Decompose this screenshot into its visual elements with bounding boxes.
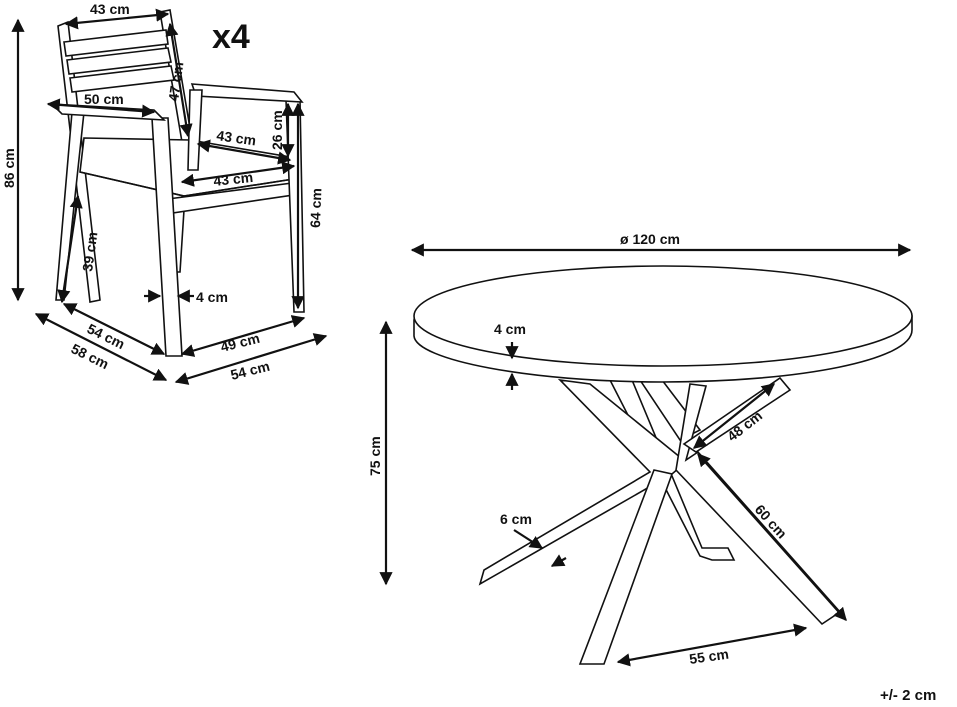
chair-backrest-width-label: 43 cm [90,1,130,17]
chair-armrest-width-label: 50 cm [84,91,124,107]
chair-seat-width-label: 43 cm [213,169,254,189]
table-height-label: 75 cm [367,436,383,476]
table-leg-thickness-label: 6 cm [500,511,532,527]
chair-width-outer-label: 54 cm [229,358,271,383]
table-drawing [413,265,913,665]
chair-dimension-lines [11,8,328,385]
chair-seat-depth-label: 43 cm [216,127,258,148]
chair-depth-outer-label: 58 cm [69,340,112,372]
chair-total-height-label: 86 cm [1,148,17,188]
chair-leg-thickness-label: 4 cm [196,289,228,305]
tolerance-label: +/- 2 cm [880,687,936,704]
chair-arm-height-label: 64 cm [307,188,324,228]
chair-backrest-height-label: 47 cm [165,61,186,103]
table-leg-span-label: 55 cm [688,646,730,667]
chair-seat-height-label: 39 cm [79,231,100,273]
quantity-multiplier-label: x4 [212,18,250,56]
table-top-thickness-label: 4 cm [494,321,526,337]
table-diameter-label: ø 120 cm [620,231,680,247]
table-dimension-lines [379,243,912,667]
chair-width-inner-label: 49 cm [219,330,261,355]
chair-drawing [49,9,305,357]
chair-armrest-height-label: 26 cm [269,110,285,150]
